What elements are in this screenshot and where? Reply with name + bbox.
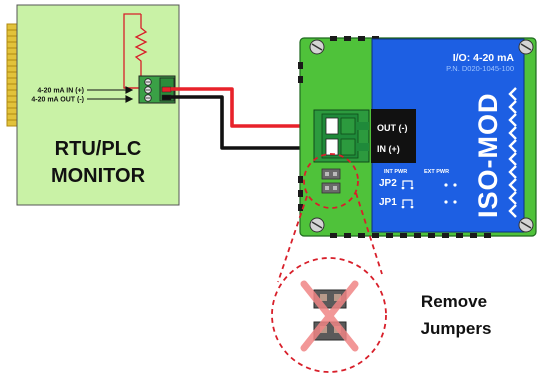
callout-text-line2: Jumpers	[421, 319, 492, 338]
rtu-in-label: 4-20 mA IN (+)	[37, 88, 84, 95]
callout-text-line1: Remove	[421, 292, 487, 311]
module-in-label: IN (+)	[377, 144, 400, 154]
edge-connector	[6, 23, 18, 127]
board-edge-notches	[298, 36, 491, 238]
board-jumper-pins	[321, 168, 341, 194]
chevron-strip-icon	[508, 87, 517, 218]
red-wire	[171, 87, 326, 128]
jumper-bracket-icon	[402, 180, 413, 205]
black-wire	[171, 95, 326, 150]
rtu-title-line1: RTU/PLC	[55, 138, 142, 160]
wires	[171, 87, 326, 150]
mounting-screw-icon	[309, 39, 534, 233]
jumper-pin-dots	[401, 183, 457, 209]
product-name: ISO-MOD	[473, 93, 503, 219]
io-label: I/O: 4-20 mA	[453, 52, 515, 64]
jp1-label: JP1	[379, 197, 397, 208]
jp2-label: JP2	[379, 178, 397, 189]
in-arrow	[87, 86, 134, 103]
remove-x-icon	[300, 280, 359, 352]
rtu-out-label: 4-20 mA OUT (-)	[31, 97, 84, 104]
jumper-callout: Remove Jumpers	[271, 153, 492, 373]
ext-pwr-label: EXT PWR	[424, 169, 449, 175]
rtu-plc-monitor-board: 4-20 mA IN (+) 4-20 mA OUT (-) RTU/PLC M…	[6, 4, 180, 206]
callout-line-left	[277, 195, 308, 283]
module-out-label: OUT (-)	[377, 123, 408, 133]
rtu-board-body	[16, 4, 180, 206]
iso-mod-module: I/O: 4-20 mA P.N. D020-1045-100 OUT (-) …	[298, 36, 537, 238]
terminal-label-panel	[371, 109, 416, 163]
rtu-terminal-block	[138, 75, 176, 104]
jumper-highlight-circle	[303, 153, 359, 209]
int-pwr-label: INT PWR	[384, 169, 407, 175]
part-number: P.N. D020-1045-100	[446, 64, 514, 73]
module-terminal-connector	[313, 109, 370, 163]
edge-connector-pins	[7, 29, 17, 121]
rtu-title-line2: MONITOR	[51, 165, 146, 187]
